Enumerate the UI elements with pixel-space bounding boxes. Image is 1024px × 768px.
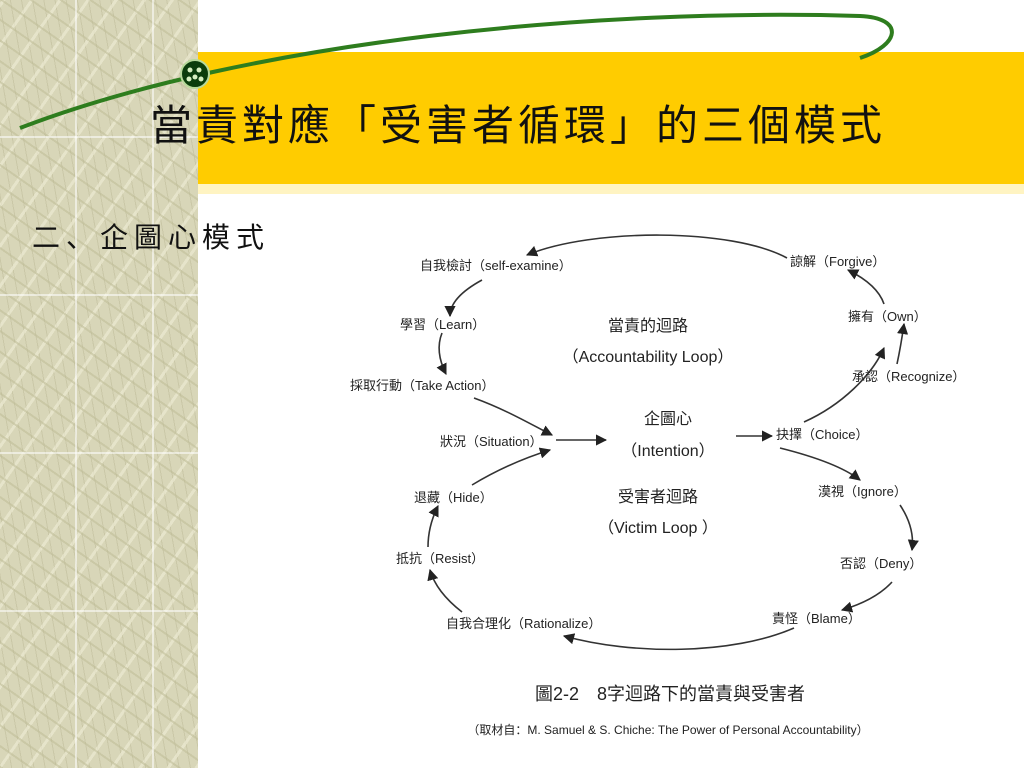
slide-subtitle: 二、企圖心模式 (32, 221, 271, 254)
arrow-recognize-to-own (896, 322, 909, 365)
arrow-learn-to-take-action (436, 332, 447, 376)
arrow-self-examine-to-learn (444, 279, 483, 318)
arrow-ignore-to-deny (899, 504, 919, 552)
node-resist: 抵抗（Resist） (396, 551, 484, 566)
node-take-action: 採取行動（Take Action） (350, 378, 495, 393)
arrow-take-action-to-situation (473, 397, 554, 436)
arrow-choice-to-recognize (803, 346, 886, 423)
arrow-choice-to-ignore (779, 447, 861, 481)
title-bar-shadow (198, 184, 1024, 194)
node-choice: 抉擇（Choice） (776, 427, 868, 442)
accountability-loop-label-en: （Accountability Loop） (563, 348, 734, 366)
intention-label-en: （Intention） (621, 442, 714, 460)
victim-loop-label-zh: 受害者迴路 (618, 488, 698, 506)
figure-source: （取材自：M. Samuel & S. Chiche: The Power of… (467, 723, 868, 737)
arrow-forgive-to-self-examine (525, 234, 788, 259)
node-deny: 否認（Deny） (840, 556, 922, 571)
node-forgive: 諒解（Forgive） (790, 254, 885, 269)
node-learn: 學習（Learn） (400, 317, 485, 332)
slide-title: 當責對應「受害者循環」的三個模式 (150, 101, 887, 150)
intention-label-zh: 企圖心 (644, 410, 692, 428)
victim-loop-label-en: （Victim Loop ） (598, 519, 718, 537)
arrow-blame-to-rationalize (562, 627, 795, 651)
node-recognize: 承認（Recognize） (852, 369, 965, 384)
arrow-deny-to-blame (840, 581, 893, 613)
arrow-resist-to-hide (427, 504, 439, 548)
node-self-examine: 自我檢討（self-examine） (420, 258, 572, 273)
figure-caption: 圖2-2 8字迴路下的當責與受害者 (535, 684, 805, 704)
accountability-loop-label-zh: 當責的迴路 (608, 317, 688, 335)
loop-diagram-svg: 自我檢討（self-examine） 學習（Learn） 採取行動（Take A… (350, 234, 965, 737)
node-rationalize: 自我合理化（Rationalize） (446, 616, 601, 631)
node-ignore: 漠視（Ignore） (818, 484, 907, 499)
node-own: 擁有（Own） (848, 309, 927, 324)
arrow-rationalize-to-resist (427, 568, 463, 613)
node-blame: 責怪（Blame） (772, 611, 861, 626)
node-situation: 狀況（Situation） (440, 434, 543, 449)
arrow-hide-to-situation (471, 447, 552, 486)
node-hide: 退藏（Hide） (414, 490, 493, 505)
figure-8-loop-diagram: 自我檢討（self-examine） 學習（Learn） 採取行動（Take A… (332, 200, 1024, 768)
arrow-own-to-forgive (846, 269, 885, 305)
